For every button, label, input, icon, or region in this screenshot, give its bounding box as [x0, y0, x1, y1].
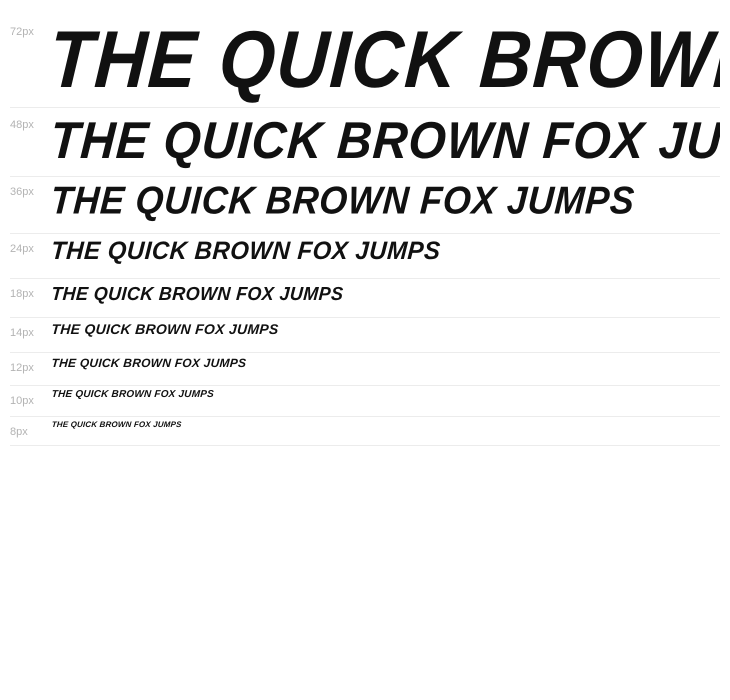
size-label: 10px	[10, 395, 34, 407]
specimen-row-18: 18px THE QUICK BROWN FOX JUMPS	[10, 279, 720, 318]
size-label: 18px	[10, 288, 34, 300]
size-label: 14px	[10, 327, 34, 339]
size-label: 8px	[10, 426, 28, 438]
size-label: 48px	[10, 119, 34, 131]
sample-text: THE QUICK BROWN FOX JUMPS	[51, 389, 215, 400]
specimen-row-10: 10px THE QUICK BROWN FOX JUMPS	[10, 386, 720, 417]
specimen-row-12: 12px THE QUICK BROWN FOX JUMPS	[10, 353, 720, 386]
specimen-row-72: 72px THE QUICK BROWN FOX JUMPS	[10, 0, 720, 108]
specimen-row-14: 14px THE QUICK BROWN FOX JUMPS	[10, 318, 720, 353]
size-label: 72px	[10, 26, 34, 38]
size-label: 36px	[10, 186, 34, 198]
sample-text: THE QUICK BROWN FOX JUMPS	[49, 177, 637, 223]
sample-text: THE QUICK BROWN FOX JUMPS	[51, 420, 182, 429]
specimen-row-48: 48px THE QUICK BROWN FOX JUMPS	[10, 108, 720, 177]
sample-text: THE QUICK BROWN FOX JUMPS	[50, 282, 345, 304]
sample-text: THE QUICK BROWN FOX JUMPS	[51, 356, 247, 370]
size-label: 12px	[10, 362, 34, 374]
size-label: 24px	[10, 243, 34, 255]
specimen-row-8: 8px THE QUICK BROWN FOX JUMPS	[10, 417, 720, 446]
specimen-row-24: 24px THE QUICK BROWN FOX JUMPS	[10, 234, 720, 279]
sample-text: THE QUICK BROWN FOX JUMPS	[46, 15, 720, 106]
sample-text: THE QUICK BROWN FOX JUMPS	[50, 321, 280, 337]
font-size-specimen: 72px THE QUICK BROWN FOX JUMPS 48px THE …	[10, 0, 720, 446]
specimen-row-36: 36px THE QUICK BROWN FOX JUMPS	[10, 177, 720, 234]
sample-text: THE QUICK BROWN FOX JUMPS	[48, 112, 720, 170]
sample-text: THE QUICK BROWN FOX JUMPS	[50, 236, 442, 266]
